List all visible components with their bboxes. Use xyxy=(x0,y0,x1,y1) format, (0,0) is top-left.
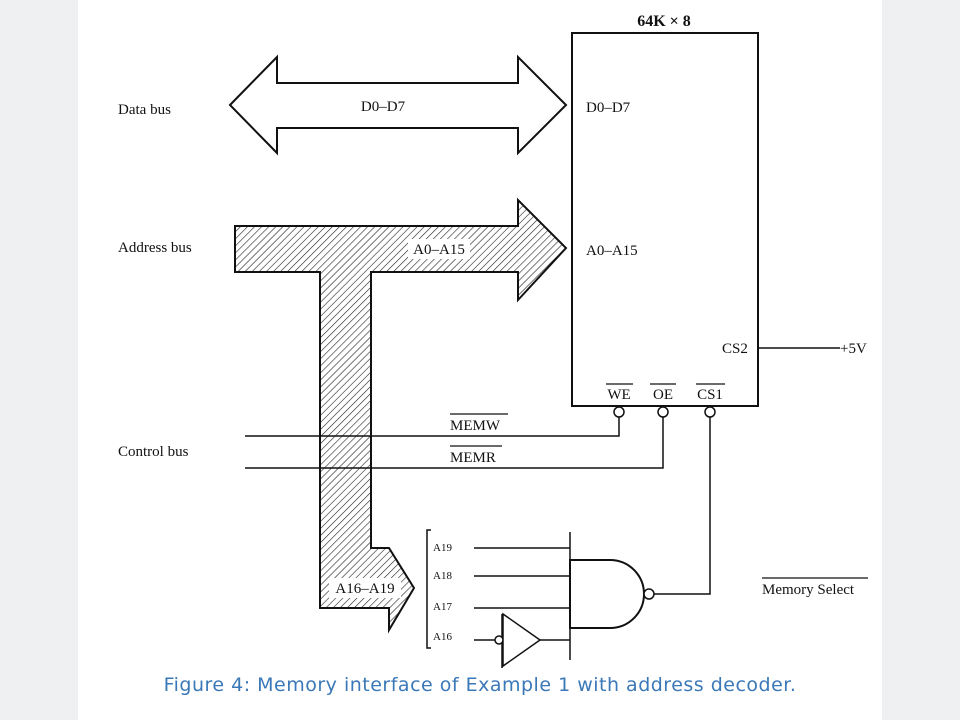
address-high-arrow-label: A16–A19 xyxy=(335,581,394,597)
chip-pin-data: D0–D7 xyxy=(586,100,631,116)
figure-caption: Figure 4: Memory interface of Example 1 … xyxy=(163,674,797,696)
cs1-bubble xyxy=(704,406,716,418)
address-bus-label: Address bus xyxy=(118,240,192,256)
nand-output-bubble xyxy=(643,588,655,600)
supply-label: +5V xyxy=(840,341,867,357)
memory-chip xyxy=(571,32,759,407)
inverter-buffer xyxy=(502,612,542,668)
address-low-label-box xyxy=(408,239,470,259)
decoder-input-a19: A19 xyxy=(433,542,452,554)
address-bus-arrow xyxy=(234,197,568,634)
memr-line xyxy=(245,417,664,469)
chip-pin-cs2: CS2 xyxy=(722,341,748,357)
address-high-label-box xyxy=(329,578,401,598)
chip-pin-we: WE xyxy=(607,387,630,403)
inverter-bubble xyxy=(494,635,504,645)
nand-gate xyxy=(569,559,645,629)
decoder-input-a17: A17 xyxy=(433,601,452,613)
left-margin-band xyxy=(0,0,78,720)
memory-chip-label: 64K × 8 xyxy=(637,13,691,30)
memory-select-line xyxy=(654,417,711,595)
chip-pin-address: A0–A15 xyxy=(586,243,638,259)
right-margin-band xyxy=(882,0,960,720)
we-bubble xyxy=(613,406,625,418)
data-bus-arrow xyxy=(228,54,568,156)
decoder-input-bracket xyxy=(426,529,431,649)
chip-pin-cs1: CS1 xyxy=(697,387,723,403)
chip-pin-oe: OE xyxy=(653,387,673,403)
memw-label: MEMW xyxy=(450,418,501,434)
memw-line xyxy=(245,417,620,437)
control-bus-label: Control bus xyxy=(118,444,189,460)
oe-bubble xyxy=(657,406,669,418)
memory-select-label: Memory Select xyxy=(762,582,855,598)
decoder-input-a16: A16 xyxy=(433,631,452,643)
data-bus-label: Data bus xyxy=(118,102,171,118)
memr-label: MEMR xyxy=(450,450,496,466)
address-low-arrow-label: A0–A15 xyxy=(413,242,465,258)
data-bus-arrow-label: D0–D7 xyxy=(361,99,406,115)
decoder-input-a18: A18 xyxy=(433,570,452,582)
